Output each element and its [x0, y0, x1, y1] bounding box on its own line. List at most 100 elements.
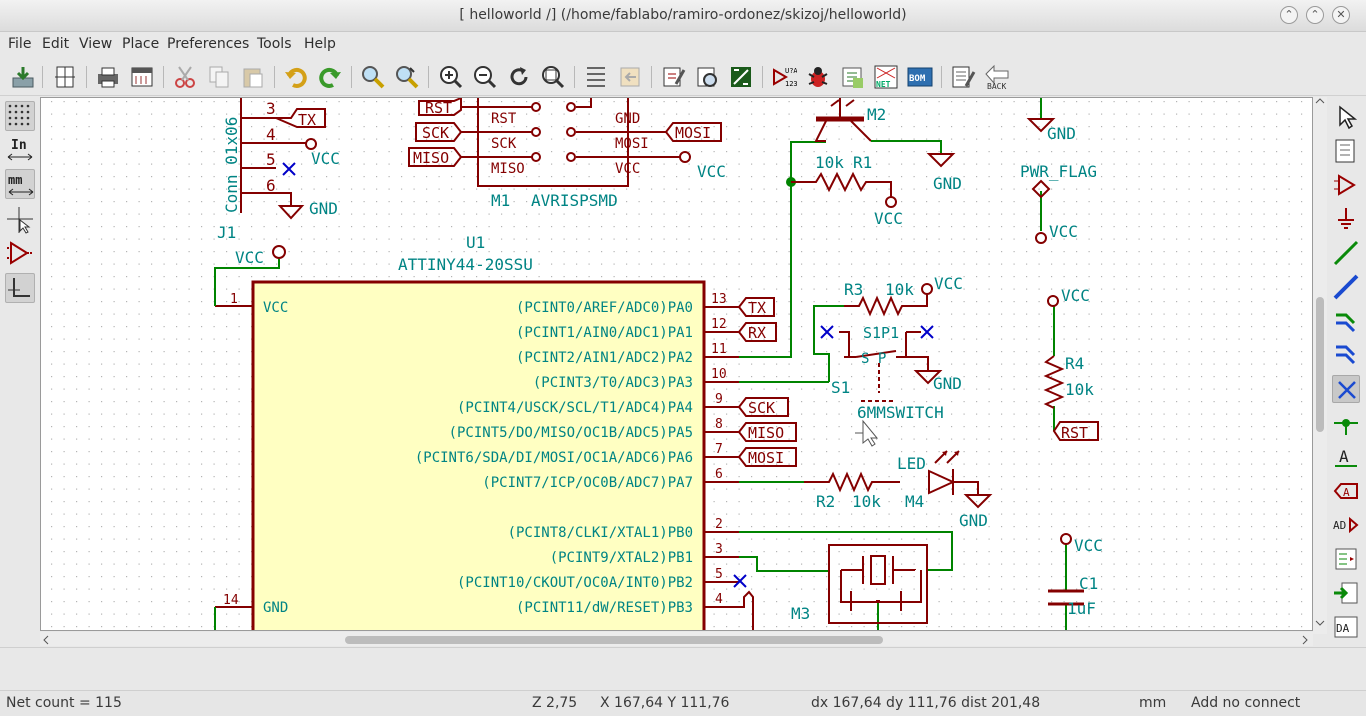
- library-editor-icon[interactable]: [660, 64, 686, 90]
- show-hidden-pins-button[interactable]: [5, 239, 35, 269]
- transistor-m2[interactable]: GND M2: [814, 98, 962, 193]
- horizontal-scroll-track: [43, 635, 1308, 645]
- junction-button[interactable]: [1332, 409, 1360, 437]
- menu-edit[interactable]: Edit: [42, 36, 70, 52]
- bus-to-bus-button[interactable]: [1332, 341, 1360, 369]
- resistor-r4[interactable]: VCC R4 10k RST: [1043, 286, 1099, 442]
- hier-label-icon: AD: [1333, 516, 1359, 534]
- led-gnd-label: GND: [959, 511, 988, 530]
- svg-text:U?A: U?A: [785, 67, 797, 75]
- global-label-button[interactable]: A: [1332, 477, 1360, 505]
- resonator-m3[interactable]: M3: [791, 544, 928, 624]
- netlist-icon[interactable]: NET: [873, 64, 899, 90]
- r1-vcc-label: VCC: [874, 209, 903, 228]
- power-flag[interactable]: PWR_FLAG VCC: [1020, 162, 1097, 244]
- import-sheet-pin-button[interactable]: [1332, 579, 1360, 607]
- plot-icon[interactable]: [129, 64, 155, 90]
- leave-sheet-icon[interactable]: [617, 64, 643, 90]
- mcu-pin-name: (PCINT9/XTAL2)PB1: [550, 550, 693, 566]
- bom-icon[interactable]: BOM: [907, 64, 933, 90]
- resistor-r3[interactable]: R3 10k VCC: [844, 274, 963, 317]
- minimize-button[interactable]: ⌃: [1280, 6, 1298, 24]
- resistor-r1[interactable]: 10k R1 VCC: [791, 153, 903, 228]
- r3-value-text: 10k: [885, 280, 914, 299]
- redo-icon[interactable]: [317, 64, 343, 90]
- menu-tools[interactable]: Tools: [257, 36, 292, 52]
- hierarchy-button[interactable]: [1332, 137, 1360, 165]
- menu-view[interactable]: View: [79, 36, 113, 52]
- no-connect-button[interactable]: [1332, 375, 1360, 403]
- wire-to-bus-button[interactable]: [1332, 307, 1360, 335]
- page-settings-icon[interactable]: [52, 64, 78, 90]
- switch-s1[interactable]: S1P1 S P GND S1 6MMSWITCH: [820, 324, 962, 447]
- s1-pin-text: S P: [861, 351, 886, 367]
- menu-file[interactable]: File: [8, 36, 32, 52]
- menu-place[interactable]: Place: [122, 36, 160, 52]
- select-tool-button[interactable]: [1332, 103, 1360, 131]
- hier-label-button[interactable]: AD: [1332, 511, 1360, 539]
- place-bus-button[interactable]: [1332, 273, 1360, 301]
- find-icon[interactable]: [360, 64, 386, 90]
- place-wire-button[interactable]: [1332, 239, 1360, 267]
- c1-vcc-label: VCC: [1074, 536, 1103, 555]
- isp-rst-label: RST: [425, 99, 452, 117]
- isp-sck-label: SCK: [422, 124, 449, 142]
- horizontal-scrollbar[interactable]: [40, 632, 1313, 646]
- mcu-pin-name: (PCINT8/CLKI/XTAL1)PB0: [508, 525, 693, 541]
- back-annotate-icon[interactable]: BACK: [984, 64, 1012, 90]
- undo-icon[interactable]: [283, 64, 309, 90]
- conn-pin-5: 5: [266, 150, 276, 169]
- menu-help[interactable]: Help: [304, 36, 336, 52]
- refresh-icon[interactable]: [506, 64, 532, 90]
- mcu-value-text: ATTINY44-20SSU: [398, 255, 533, 274]
- wire-orientation-button[interactable]: [5, 273, 35, 303]
- svg-text:BACK: BACK: [987, 82, 1006, 90]
- units-mm-button[interactable]: mm: [5, 169, 35, 199]
- isp-header-m1[interactable]: RST SCK MISO GND MOSI VCC M1 AVRISPSMD R…: [408, 98, 726, 210]
- grid-icon: [8, 104, 30, 126]
- pa4-sck-label: SCK: [748, 399, 775, 417]
- mcu-u1[interactable]: U1 ATTINY44-20SSU 1 14 VCC GND VCC 13 12…: [214, 233, 797, 631]
- zoom-in-icon[interactable]: [438, 64, 464, 90]
- sheet-pin-button[interactable]: DA: [1332, 613, 1360, 641]
- find-replace-icon[interactable]: [394, 64, 420, 90]
- capacitor-c1[interactable]: VCC C1 1uF: [1048, 533, 1103, 618]
- close-button[interactable]: ✕: [1332, 6, 1350, 24]
- pcb-editor-icon[interactable]: [728, 64, 754, 90]
- hier-sheet-button[interactable]: [1332, 545, 1360, 573]
- menu-preferences[interactable]: Preferences: [167, 36, 250, 52]
- units-text: mm: [1139, 695, 1167, 711]
- edit-fields-icon[interactable]: [950, 64, 976, 90]
- zoom-fit-icon[interactable]: [540, 64, 566, 90]
- mm-icon: mm: [8, 173, 34, 196]
- paste-icon[interactable]: [240, 64, 266, 90]
- led-m4[interactable]: LED M4 GND: [897, 450, 993, 530]
- net-label-button[interactable]: A: [1332, 443, 1360, 471]
- cursor-shape-button[interactable]: [5, 205, 35, 235]
- cut-icon[interactable]: [172, 64, 198, 90]
- gnd-symbol[interactable]: GND: [1026, 98, 1076, 143]
- connector-j1[interactable]: Conn_01x06 J1 3 4 5 6 GND VCC TX: [217, 98, 340, 242]
- place-symbol-button[interactable]: [1332, 171, 1360, 199]
- schematic-canvas[interactable]: Conn_01x06 J1 3 4 5 6 GND VCC TX RST SCK…: [40, 97, 1313, 631]
- units-inch-button[interactable]: In: [5, 135, 35, 165]
- copy-icon[interactable]: [206, 64, 232, 90]
- hierarchy-navigator-icon[interactable]: [583, 64, 609, 90]
- save-icon[interactable]: [10, 64, 36, 90]
- print-icon[interactable]: [95, 64, 121, 90]
- erc-icon[interactable]: [805, 64, 831, 90]
- svg-text:mm: mm: [8, 173, 22, 187]
- zoom-out-icon[interactable]: [472, 64, 498, 90]
- assign-footprints-icon[interactable]: [839, 64, 865, 90]
- library-browser-icon[interactable]: [694, 64, 720, 90]
- led-value-text: LED: [897, 454, 926, 473]
- maximize-button[interactable]: ⌃: [1306, 6, 1324, 24]
- grid-toggle-button[interactable]: [5, 101, 35, 131]
- vertical-scrollbar[interactable]: [1313, 97, 1327, 634]
- place-power-button[interactable]: [1332, 205, 1360, 233]
- resistor-r2[interactable]: R2 10k: [804, 471, 900, 511]
- led-ref-text: M4: [905, 492, 924, 511]
- r4-rst-label: RST: [1061, 424, 1088, 442]
